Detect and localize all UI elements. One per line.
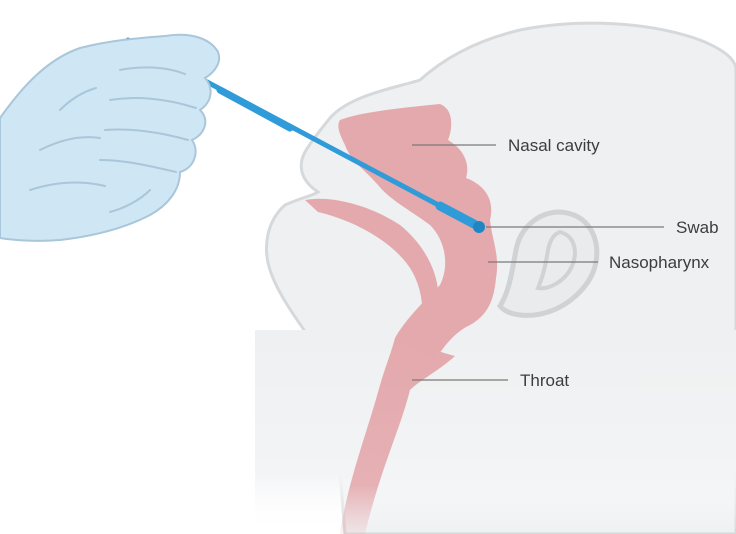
swab-tip bbox=[473, 221, 485, 233]
label-nasal-cavity: Nasal cavity bbox=[508, 136, 600, 155]
neck-fade bbox=[255, 330, 736, 534]
gloved-hand bbox=[0, 35, 219, 241]
glove-shape bbox=[0, 35, 219, 241]
swab-stick-thick bbox=[220, 90, 290, 128]
label-nasopharynx: Nasopharynx bbox=[609, 253, 710, 272]
label-swab: Swab bbox=[676, 218, 719, 237]
label-throat: Throat bbox=[520, 371, 569, 390]
